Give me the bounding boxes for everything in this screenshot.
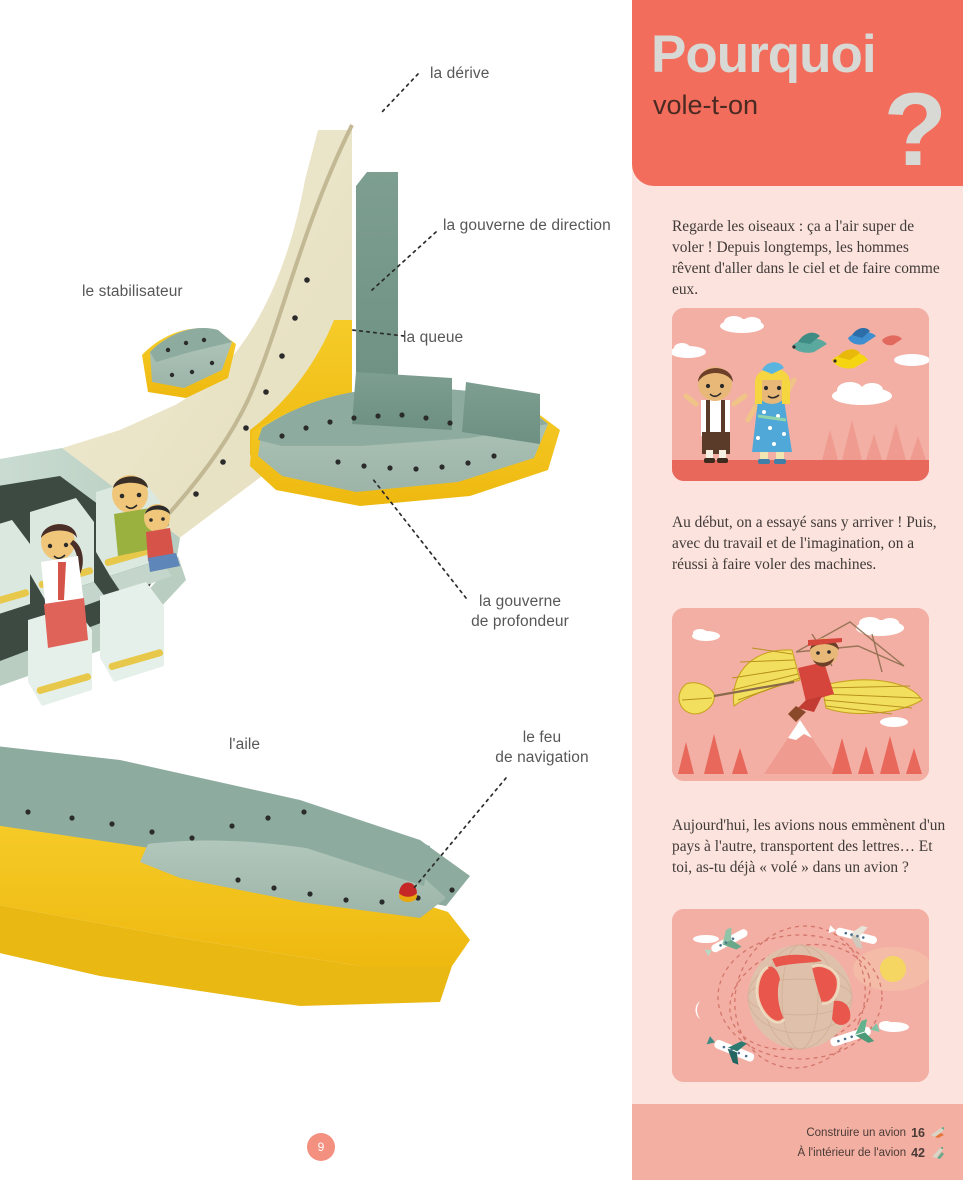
girl-figure — [745, 362, 797, 464]
sidebar-pourquoi-vole-t-on: Pourquoi vole-t-on ? Regarde les oiseaux… — [632, 0, 963, 1180]
forward-stabilizer-stub — [142, 328, 236, 398]
callout-leader-lines — [351, 73, 507, 889]
passenger-child — [144, 504, 180, 572]
cross-reference-a-l-interieur-de-l-avion[interactable]: À l'intérieur de l'avion 42 — [798, 1146, 947, 1160]
figure-ornithopter — [672, 608, 929, 781]
leader-gouverne-profondeur — [371, 477, 467, 599]
tree-group — [678, 734, 922, 774]
cloud-group — [692, 617, 908, 727]
tree-group — [822, 420, 926, 460]
sidebar-title: Pourquoi — [651, 25, 877, 84]
passenger-girl — [41, 524, 88, 648]
callout-la-queue: la queue — [403, 329, 464, 346]
cabin-cutaway — [0, 448, 186, 706]
small-plane-icon — [932, 1147, 944, 1159]
navigation-light — [399, 882, 417, 902]
cross-reference-label: À l'intérieur de l'avion — [797, 1147, 907, 1159]
sidebar-header: Pourquoi vole-t-on ? — [632, 0, 963, 186]
horizontal-stabilizer — [250, 372, 560, 506]
globe — [747, 944, 853, 1050]
sidebar-paragraph-2: Au début, on a essayé sans y arriver ! P… — [672, 514, 937, 574]
leader-gouverne-direction — [371, 231, 437, 291]
callout-le-feu-de-navigation: le feu de navigation — [495, 729, 589, 766]
figure-globe-with-planes — [672, 909, 929, 1082]
callout-la-gouverne-de-profondeur: la gouverne de profondeur — [471, 593, 569, 630]
callout-l-aile: l'aile — [229, 736, 261, 753]
sidebar-footer: Construire un avion 16 À l'intérieur de … — [632, 1104, 963, 1180]
leader-la-queue — [351, 329, 405, 337]
callout-la-derive: la dérive — [430, 65, 490, 82]
leader-la-derive — [381, 73, 419, 113]
airplane-illustration-panel: la dérive la gouverne de direction le st… — [0, 65, 611, 1161]
boy-figure — [683, 367, 748, 463]
cross-reference-label: Construire un avion — [806, 1127, 907, 1139]
question-mark-icon: ? — [883, 72, 947, 186]
continents — [757, 954, 851, 1025]
callout-le-stabilisateur: le stabilisateur — [82, 283, 183, 300]
pilot — [788, 638, 842, 722]
small-plane-icon — [931, 1127, 944, 1138]
moon-icon — [695, 1001, 700, 1019]
cloud-group — [672, 316, 929, 405]
airplane-group — [704, 925, 880, 1065]
sidebar-subtitle: vole-t-on — [653, 90, 759, 120]
main-wing — [0, 746, 470, 1006]
page-number-badge: 9 — [307, 1133, 335, 1161]
elevator-panel-inner — [352, 372, 452, 430]
leader-feu-navigation — [413, 777, 507, 889]
callout-la-gouverne-de-direction: la gouverne de direction — [443, 217, 611, 234]
cross-reference-construire-un-avion[interactable]: Construire un avion 16 — [806, 1126, 946, 1140]
flying-machine — [678, 621, 923, 722]
sidebar-paragraph-1: Regarde les oiseaux : ça a l'air super d… — [672, 218, 940, 299]
sun-icon — [880, 956, 906, 982]
sidebar-paragraph-3: Aujourd'hui, les avions nous emmènent d'… — [672, 817, 946, 877]
elevator-panel-outer — [462, 382, 540, 444]
cloud-group — [693, 935, 909, 1032]
airplane-diagram — [0, 73, 560, 1006]
figure-children-watching-birds — [672, 308, 929, 481]
cross-reference-page: 16 — [911, 1126, 925, 1140]
mountain — [764, 720, 836, 774]
rudder-panel — [356, 172, 398, 412]
bird-group — [792, 327, 902, 369]
cross-reference-page: 42 — [911, 1146, 925, 1160]
